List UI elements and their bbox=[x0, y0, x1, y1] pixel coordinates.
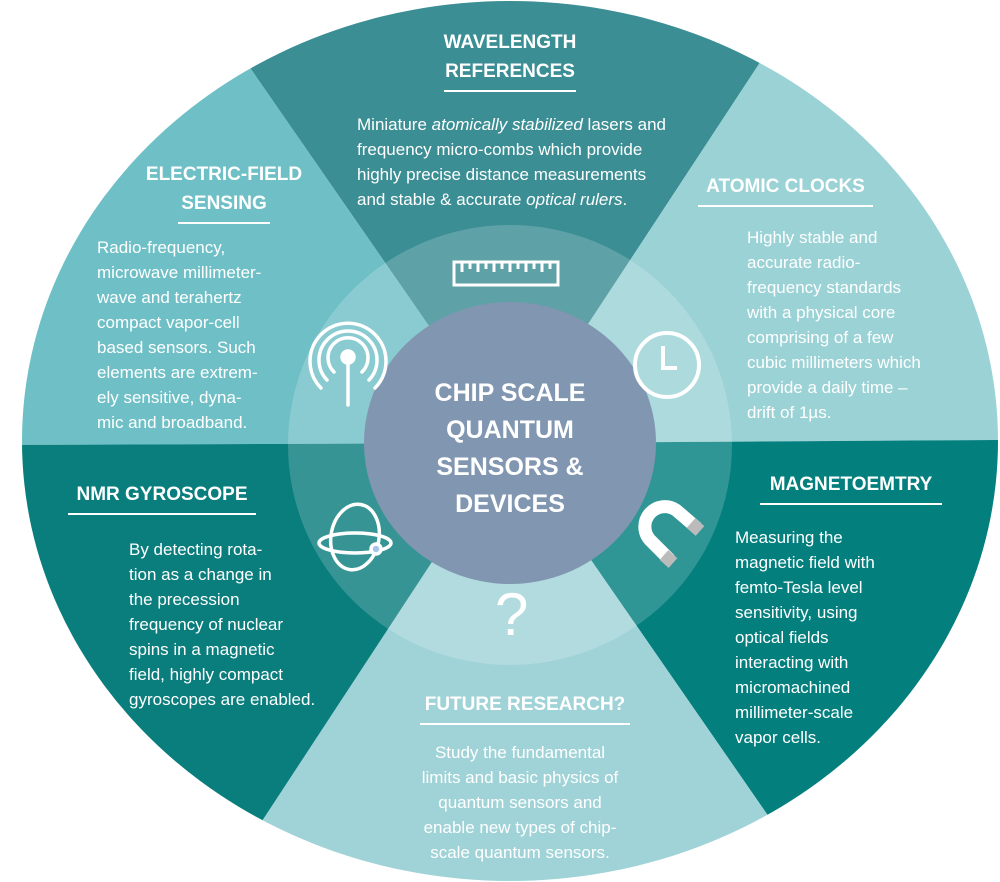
text-line: atomically stabilized bbox=[431, 115, 583, 134]
nmr-title: NMR GYROSCOPE bbox=[76, 484, 248, 505]
text-line: Miniature bbox=[357, 115, 432, 134]
text-line: . bbox=[622, 190, 628, 209]
text-line: scale quantum sensors. bbox=[430, 843, 610, 862]
center-title: CHIP SCALE QUANTUM SENSORS & DEVICES bbox=[370, 375, 650, 523]
text-line: mic and broadband. bbox=[97, 413, 248, 432]
heading-underline bbox=[178, 222, 270, 224]
text-line: lasers and frequency micro-combs which p… bbox=[357, 115, 666, 209]
text-line: Measuring the bbox=[735, 528, 843, 547]
center-title-line: CHIP SCALE bbox=[434, 379, 586, 407]
text-line: elements are extrem- bbox=[97, 363, 258, 382]
text-line: optical fields bbox=[735, 628, 829, 647]
future-title: FUTURE RESEARCH? bbox=[424, 694, 626, 715]
wavelength-heading: WAVELENGTH REFERENCES bbox=[430, 28, 590, 92]
heading-underline bbox=[68, 513, 256, 515]
nmr-gyroscope-heading: NMR GYROSCOPE bbox=[68, 480, 256, 515]
magnetometry-heading: MAGNETOEMTRY bbox=[760, 470, 942, 505]
text-line: drift of 1µs. bbox=[747, 403, 832, 422]
text-line: spins in a magnetic bbox=[129, 640, 275, 659]
future-research-description: Study the fundamental limits and basic ph… bbox=[390, 740, 650, 865]
text-line: micromachined bbox=[735, 678, 851, 697]
text-line: Study the fundamental bbox=[434, 743, 606, 762]
text-line: quantum sensors and bbox=[438, 793, 602, 812]
electric-title-line2: SENSING bbox=[181, 193, 267, 214]
magnetometry-description: Measuring the magnetic field with femto-Te… bbox=[735, 525, 955, 750]
atomic-clocks-heading: ATOMIC CLOCKS bbox=[698, 172, 873, 207]
magneto-title: MAGNETOEMTRY bbox=[769, 474, 933, 495]
text-line: By detecting rota- bbox=[129, 540, 263, 559]
text-line: limits and basic physics of bbox=[421, 768, 619, 787]
text-line: accurate radio- bbox=[747, 253, 861, 272]
text-line: wave and terahertz bbox=[97, 288, 242, 307]
antenna-icon bbox=[308, 321, 388, 407]
text-line: sensitivity, using bbox=[735, 603, 858, 622]
gyroscope-icon bbox=[317, 502, 393, 572]
electric-title-line1: ELECTRIC-FIELD bbox=[145, 164, 303, 185]
text-line: millimeter-scale bbox=[735, 703, 854, 722]
text-line: with a physical core bbox=[747, 303, 896, 322]
text-line: vapor cells. bbox=[735, 728, 821, 747]
question-mark-icon: ? bbox=[495, 581, 529, 648]
text-line: optical rulers bbox=[526, 190, 623, 209]
sector-wavelength bbox=[203, 1, 801, 443]
text-line: Radio-frequency, bbox=[97, 238, 226, 257]
text-line: the precession bbox=[129, 590, 240, 609]
sector-future-research bbox=[222, 443, 814, 881]
ruler-icon bbox=[452, 260, 560, 287]
center-title-line: SENSORS & bbox=[436, 453, 584, 481]
center-circle bbox=[364, 302, 656, 584]
text-line: tion as a change in bbox=[129, 565, 272, 584]
electric-field-description: Radio-frequency, microwave millimeter-wav… bbox=[97, 235, 327, 435]
electric-field-heading: ELECTRIC-FIELD SENSING bbox=[138, 160, 310, 224]
text-line: Highly stable and bbox=[747, 228, 878, 247]
text-line: field, highly compact bbox=[129, 665, 284, 684]
text-line: femto-Tesla level bbox=[735, 578, 863, 597]
text-line: compact vapor-cell bbox=[97, 313, 240, 332]
atomic-title: ATOMIC CLOCKS bbox=[706, 176, 865, 197]
text-line: enable new types of chip- bbox=[423, 818, 617, 837]
text-line: frequency standards bbox=[747, 278, 902, 297]
text-line: frequency of nuclear bbox=[129, 615, 284, 634]
magnet-icon bbox=[638, 500, 705, 568]
text-line: gyroscopes are enabled. bbox=[129, 690, 316, 709]
center-title-line: QUANTUM bbox=[446, 416, 574, 444]
atomic-clocks-description: Highly stable and accurate radio-frequenc… bbox=[747, 225, 977, 425]
wavelength-title-line1: WAVELENGTH bbox=[443, 32, 577, 53]
wavelength-title-line2: REFERENCES bbox=[445, 61, 575, 82]
heading-underline bbox=[760, 503, 942, 505]
text-line: cubic millimeters which bbox=[747, 353, 921, 372]
wavelength-description: Miniature atomically stabilized lasers a… bbox=[357, 112, 677, 212]
text-line: magnetic field with bbox=[735, 553, 875, 572]
center-title-line: DEVICES bbox=[455, 490, 565, 518]
text-line: interacting with bbox=[735, 653, 849, 672]
future-research-heading: FUTURE RESEARCH? bbox=[420, 690, 630, 725]
text-line: comprising of a few bbox=[747, 328, 894, 347]
heading-underline bbox=[698, 205, 873, 207]
clock-icon bbox=[633, 331, 701, 399]
heading-underline bbox=[420, 723, 630, 725]
heading-underline bbox=[444, 90, 576, 92]
text-line: provide a daily time – bbox=[747, 378, 908, 397]
text-line: ely sensitive, dyna- bbox=[97, 388, 242, 407]
text-line: microwave millimeter- bbox=[97, 263, 262, 282]
nmr-gyroscope-description: By detecting rota-tion as a change in the… bbox=[129, 537, 359, 712]
text-line: based sensors. Such bbox=[97, 338, 256, 357]
